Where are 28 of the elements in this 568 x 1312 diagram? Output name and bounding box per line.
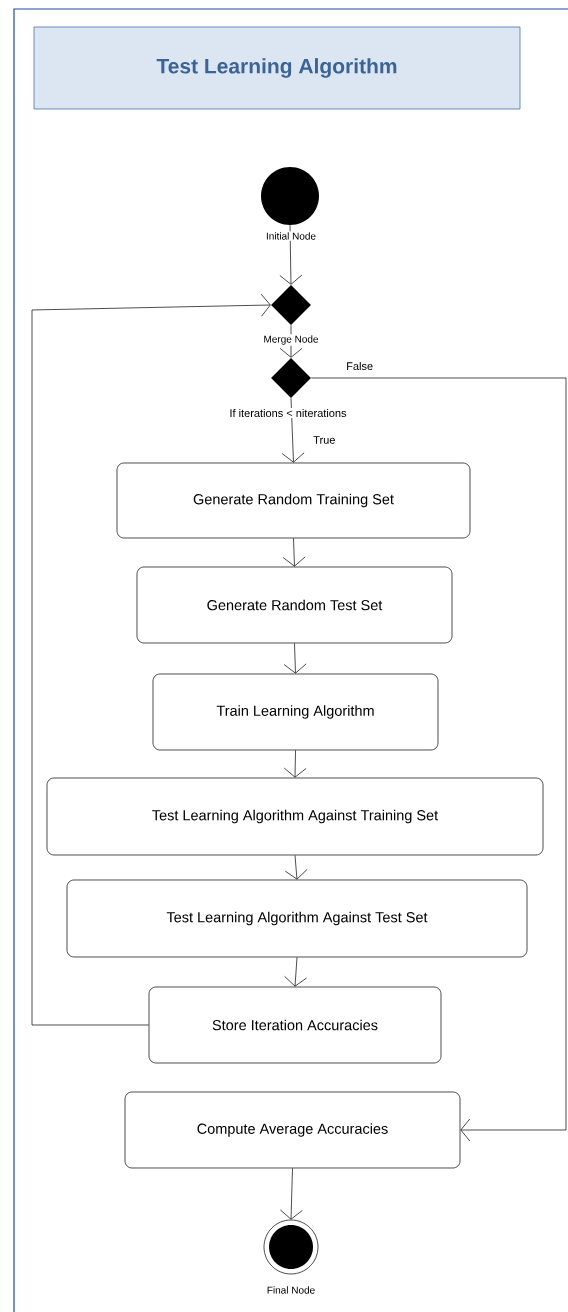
edge-label: True bbox=[312, 435, 337, 445]
guard-label: If iterations < niterations bbox=[228, 407, 348, 419]
merge-diamond bbox=[271, 285, 311, 325]
node-label: Initial Node bbox=[265, 231, 317, 241]
arrow bbox=[279, 224, 303, 285]
action-box: Generate Random Training Set bbox=[116, 462, 471, 539]
action-box: Train Learning Algorithm bbox=[152, 673, 439, 751]
action-box: Compute Average Accuracies bbox=[124, 1091, 461, 1169]
node-label: Final Node bbox=[265, 1285, 317, 1295]
node-label: Merge Node bbox=[262, 334, 320, 346]
action-box: Test Learning Algorithm Against Test Set bbox=[66, 879, 528, 958]
arrow bbox=[310, 377, 567, 1142]
edge-label: False bbox=[345, 360, 375, 372]
arrow bbox=[283, 750, 307, 778]
arrow bbox=[284, 957, 307, 987]
arrow bbox=[281, 397, 305, 463]
arrow bbox=[31, 293, 271, 1026]
arrow bbox=[279, 1168, 303, 1220]
arrow bbox=[282, 538, 306, 567]
initial-node bbox=[261, 167, 319, 225]
action-box: Test Learning Algorithm Against Training Set bbox=[46, 777, 544, 856]
action-box: Store Iteration Accuracies bbox=[148, 986, 442, 1064]
action-box: Generate Random Test Set bbox=[136, 566, 453, 644]
arrow bbox=[283, 643, 307, 674]
final-node bbox=[263, 1219, 319, 1275]
title-box: Test Learning Algorithm bbox=[33, 26, 521, 110]
arrow bbox=[284, 855, 308, 880]
decision-diamond bbox=[271, 358, 311, 398]
